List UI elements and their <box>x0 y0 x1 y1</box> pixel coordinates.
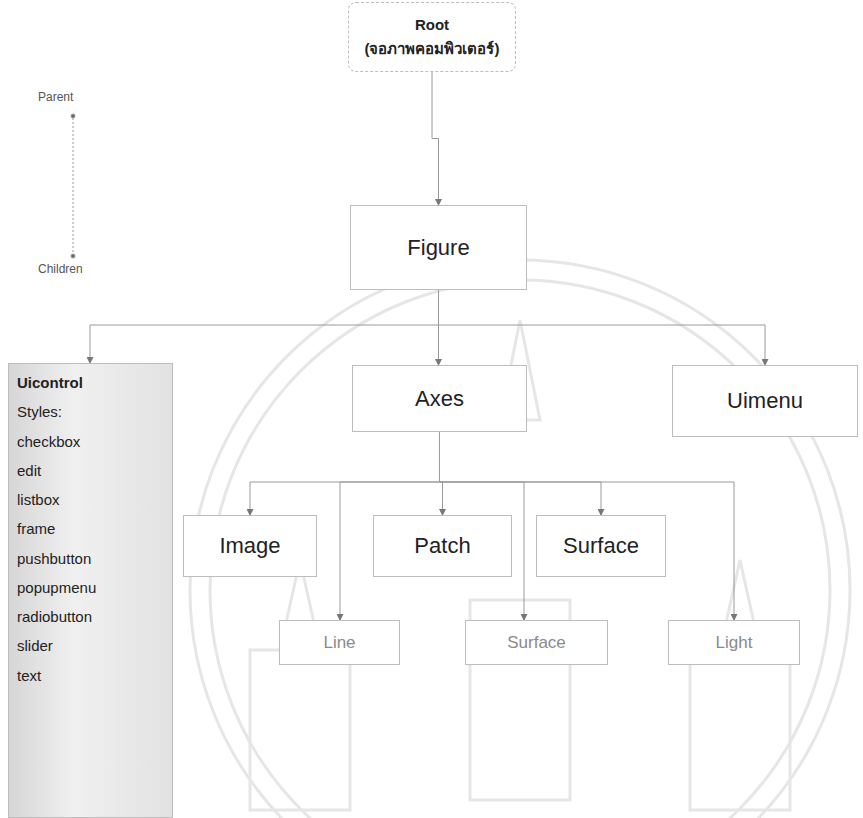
node-text: Root <box>415 13 449 37</box>
node-text: Styles: <box>17 397 62 426</box>
hierarchy-connector <box>440 432 602 515</box>
node-text: radiobutton <box>17 602 92 631</box>
node-text: popupmenu <box>17 573 96 602</box>
node-text: listbox <box>17 485 60 514</box>
node-text: frame <box>17 514 55 543</box>
node-text: edit <box>17 456 41 485</box>
node-text: text <box>17 661 41 690</box>
object-box: Surface <box>465 620 608 665</box>
object-box: Patch <box>373 515 512 577</box>
hierarchy-connector <box>439 290 766 365</box>
node-text: Surface <box>563 533 639 559</box>
object-box: Axes <box>352 365 527 432</box>
node-text: pushbutton <box>17 544 91 573</box>
hierarchy-connector <box>250 432 440 515</box>
object-box: Uimenu <box>672 365 858 437</box>
node-text: Figure <box>407 235 469 261</box>
parent-children-key <box>71 114 75 258</box>
node-text: Axes <box>415 386 464 412</box>
node-text: (จอภาพคอมพิวเตอร์) <box>365 37 500 61</box>
node-text: Line <box>323 633 355 653</box>
object-box: UicontrolStyles:checkboxeditlistboxframe… <box>8 363 173 818</box>
node-text: Surface <box>507 633 566 653</box>
node-text: slider <box>17 631 53 660</box>
node-text: Patch <box>414 533 470 559</box>
node-text: Image <box>219 533 280 559</box>
object-box: Line <box>279 620 400 665</box>
key-label: Parent <box>36 90 75 104</box>
node-text: Uicontrol <box>17 368 83 397</box>
object-box: Root(จอภาพคอมพิวเตอร์) <box>348 2 516 72</box>
key-label: Children <box>36 262 85 276</box>
node-text: Light <box>716 633 753 653</box>
node-text: checkbox <box>17 427 80 456</box>
object-box: Light <box>668 620 800 665</box>
hierarchy-connector <box>90 290 439 363</box>
object-box: Image <box>183 515 317 577</box>
hierarchy-connector <box>432 72 439 205</box>
object-box: Surface <box>536 515 666 577</box>
node-text: Uimenu <box>727 388 803 414</box>
object-box: Figure <box>350 205 527 290</box>
